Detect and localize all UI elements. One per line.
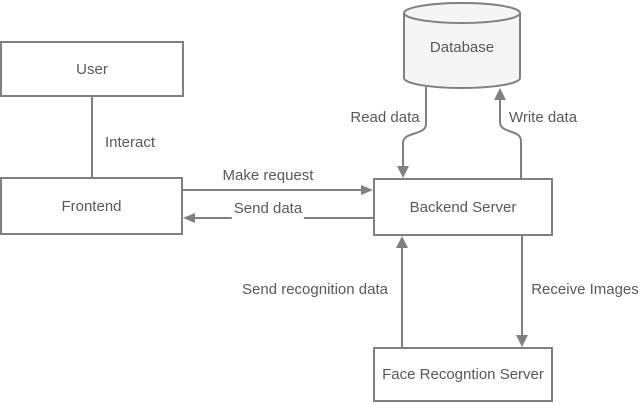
face-recognition-server-node-label: Face Recogntion Server bbox=[382, 366, 544, 383]
make-request-connector bbox=[183, 185, 373, 195]
database-node-label: Database bbox=[429, 39, 495, 56]
read-data-connector bbox=[397, 87, 427, 178]
frontend-node: Frontend bbox=[0, 177, 183, 235]
user-node: User bbox=[0, 41, 184, 97]
user-node-label: User bbox=[76, 60, 108, 78]
face-recognition-server-node: Face Recogntion Server bbox=[373, 347, 553, 402]
database-cylinder bbox=[403, 2, 521, 89]
frontend-node-label: Frontend bbox=[61, 197, 122, 215]
interact-edge-label: Interact bbox=[102, 133, 158, 153]
backend-server-node: Backend Server bbox=[373, 178, 553, 236]
send-recognition-connector bbox=[396, 236, 408, 347]
receive-images-connector bbox=[516, 236, 528, 347]
send-data-edge-label: Send data bbox=[231, 199, 305, 219]
write-data-connector bbox=[494, 88, 522, 178]
read-data-edge-label: Read data bbox=[348, 108, 422, 128]
backend-server-node-label: Backend Server bbox=[409, 198, 517, 216]
send-recognition-edge-label: Send recognition data bbox=[240, 280, 390, 300]
make-request-edge-label: Make request bbox=[220, 166, 316, 186]
write-data-edge-label: Write data bbox=[506, 108, 580, 128]
receive-images-edge-label: Receive Images bbox=[529, 280, 640, 300]
